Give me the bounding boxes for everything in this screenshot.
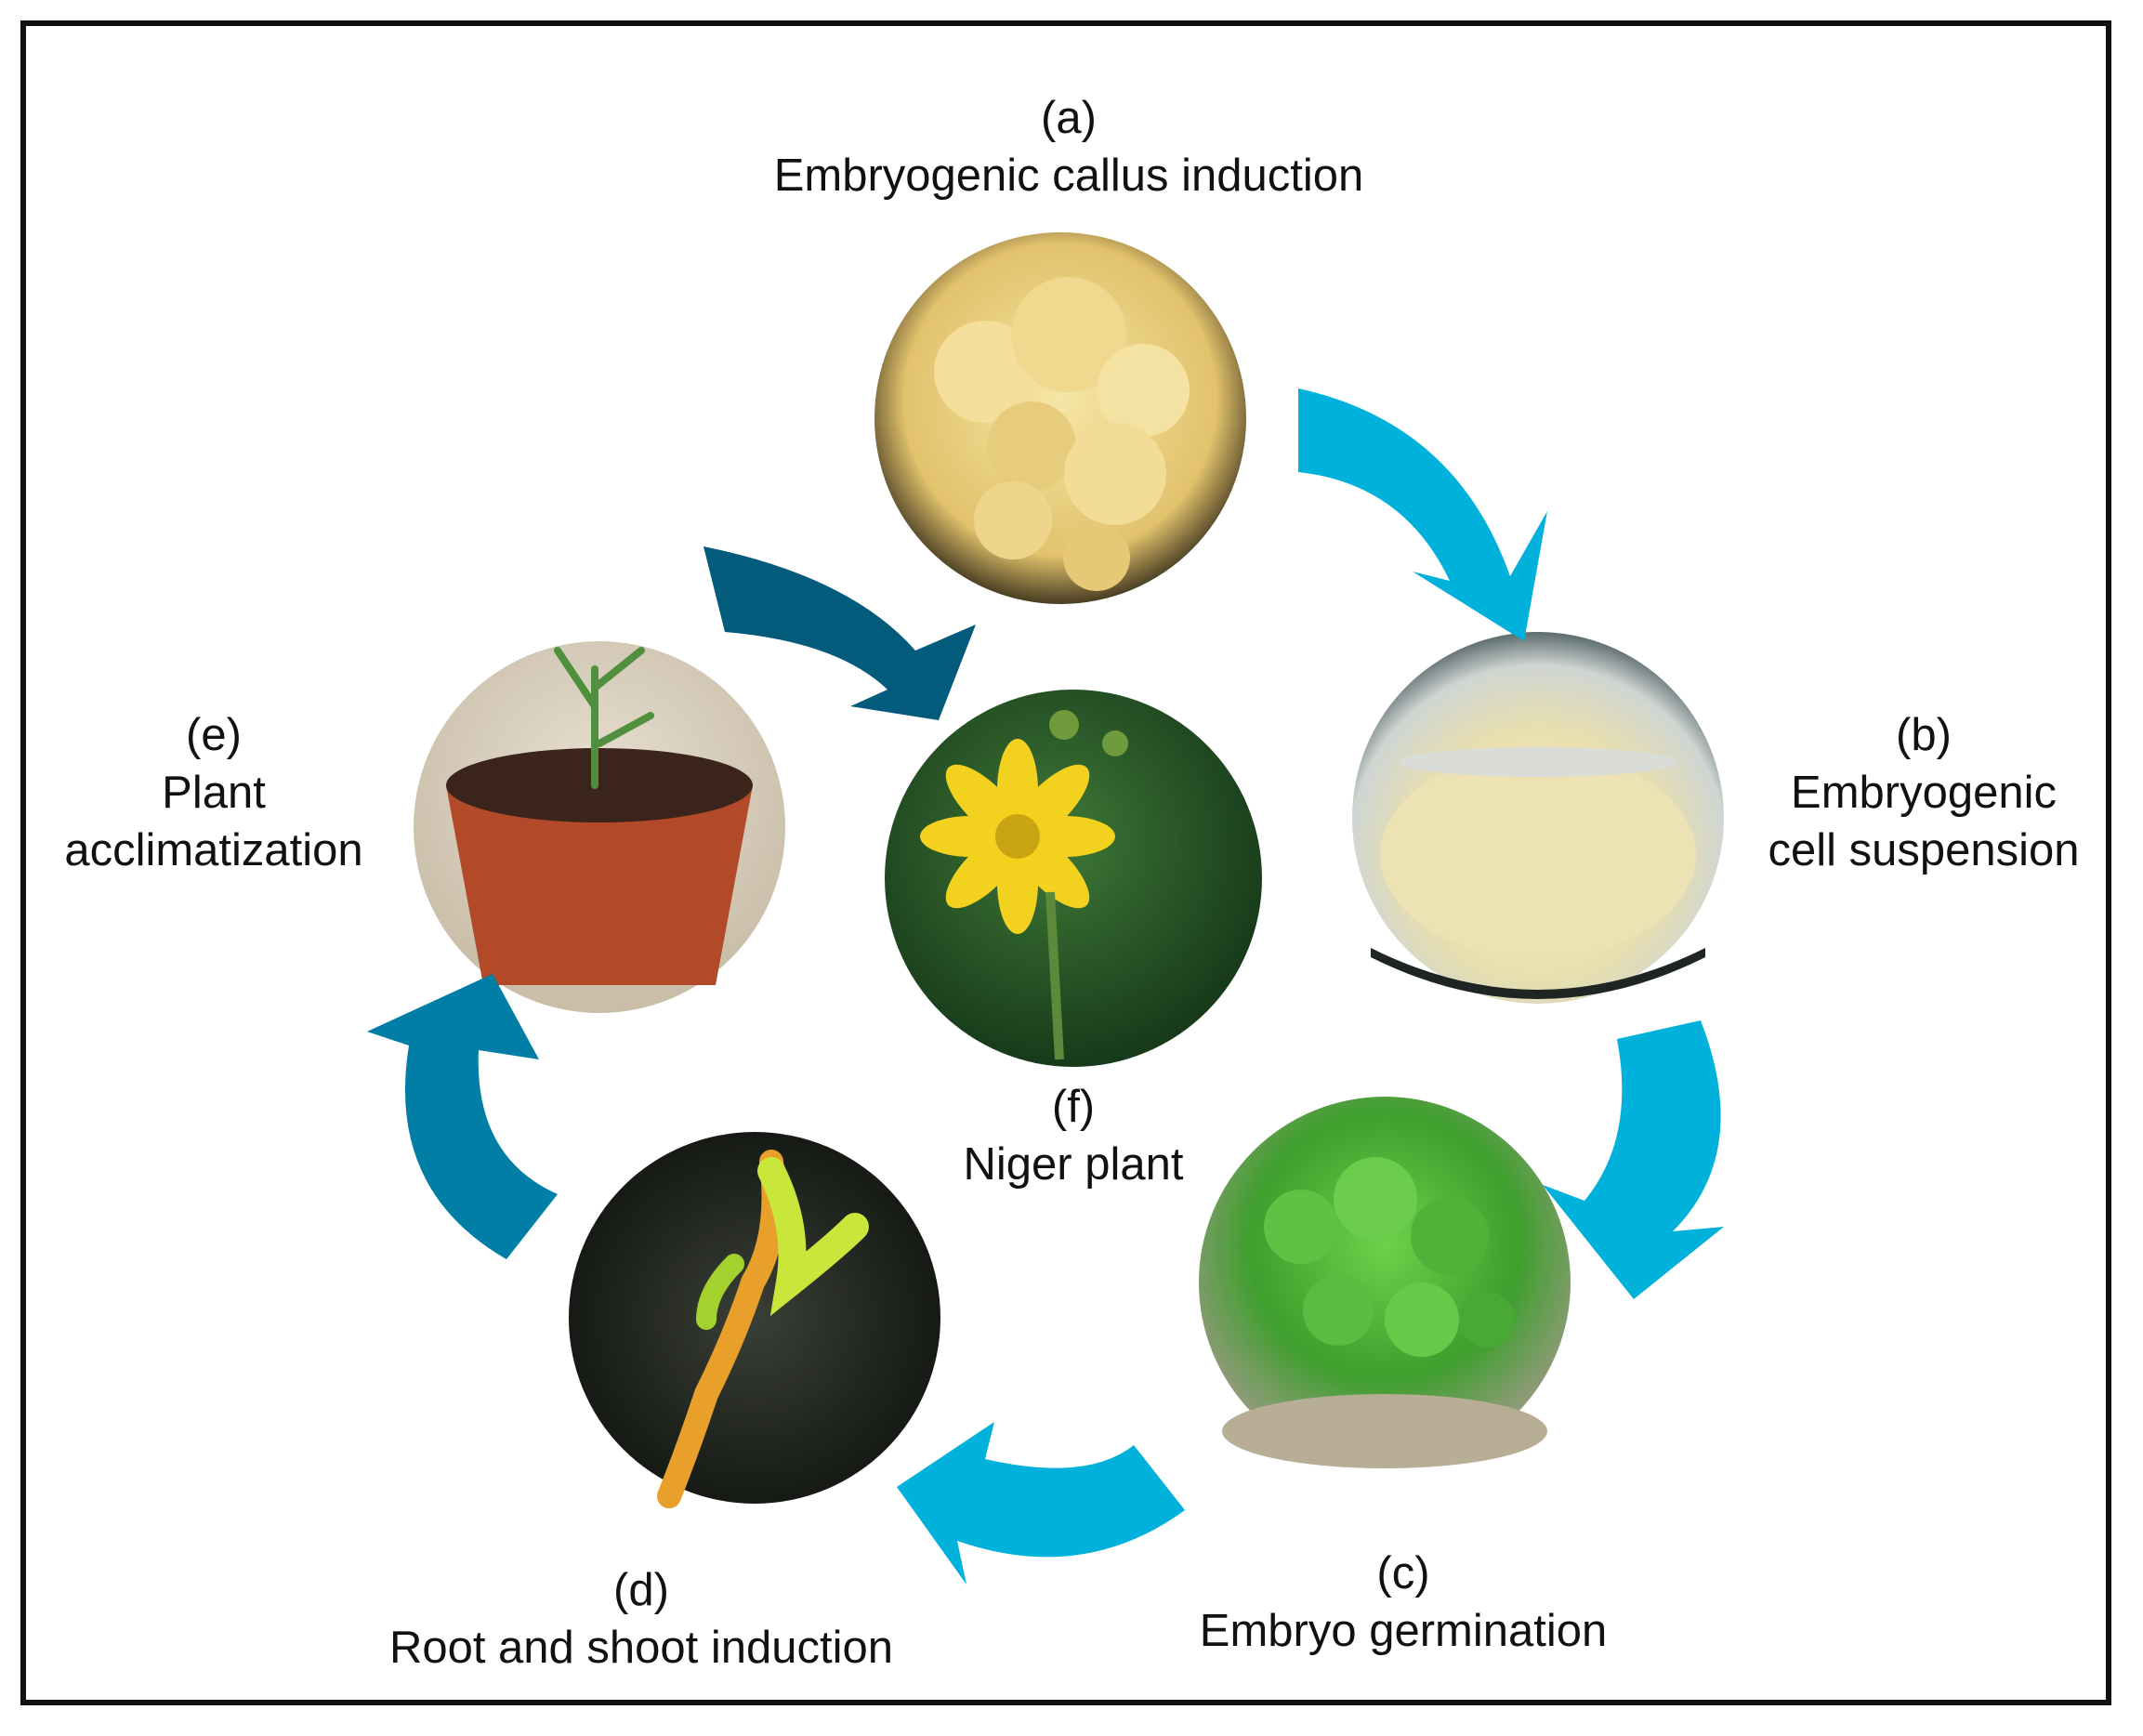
stage-b-letter: (b)	[1896, 710, 1952, 760]
stage-c-letter: (c)	[1376, 1548, 1430, 1598]
label-stage-c: (c) Embryo germination	[1134, 1545, 1673, 1660]
stage-f-letter: (f)	[1051, 1082, 1096, 1132]
arrow-c-to-d	[897, 1422, 1185, 1585]
stage-f-title: Niger plant	[963, 1139, 1184, 1190]
arrow-d-to-e	[367, 974, 558, 1259]
photo-niger-plant	[885, 690, 1262, 1067]
stage-a-title: Embryogenic callus induction	[773, 151, 1364, 201]
label-stage-b: (b) Embryogenic cell suspension	[1729, 706, 2119, 879]
stage-e-letter: (e)	[186, 710, 242, 760]
figure-border	[20, 20, 2111, 1705]
stage-d-title: Root and shoot induction	[388, 1623, 894, 1673]
stage-d-letter: (d)	[613, 1565, 669, 1615]
photo-cell-suspension	[1352, 632, 1724, 1004]
photo-callus	[874, 232, 1246, 604]
stage-b-line2: cell suspension	[1768, 825, 2080, 875]
stage-c-title: Embryo germination	[1199, 1606, 1608, 1656]
photo-acclimatization	[414, 641, 785, 1013]
arrow-e-to-f	[703, 546, 976, 720]
photo-root-shoot	[569, 1132, 940, 1508]
label-stage-f: (f) Niger plant	[887, 1078, 1259, 1193]
stage-e-line2: acclimatization	[64, 825, 363, 875]
label-stage-d: (d) Root and shoot induction	[335, 1561, 948, 1677]
stage-b-line1: Embryogenic	[1791, 768, 2057, 818]
label-stage-e: (e) Plant acclimatization	[37, 706, 390, 879]
photo-embryo-germination	[1199, 1097, 1571, 1468]
arrow-b-to-c	[1543, 1020, 1724, 1299]
arrow-a-to-b	[1298, 388, 1547, 641]
label-stage-a: (a) Embryogenic callus induction	[706, 89, 1431, 204]
stage-a-letter: (a)	[1041, 93, 1097, 143]
stage-e-line1: Plant	[162, 768, 266, 818]
